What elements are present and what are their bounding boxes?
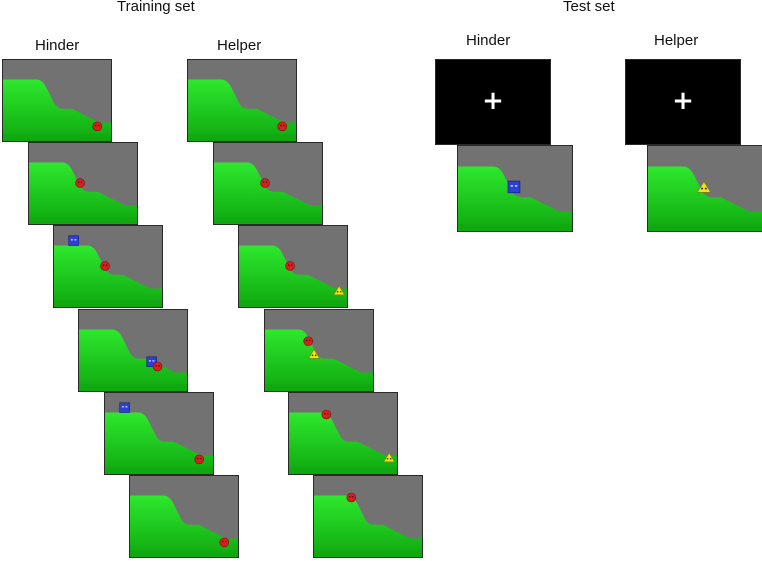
scene-svg (289, 409, 397, 474)
yellow-triangle-helper-icon (333, 285, 346, 296)
scene-svg (214, 162, 322, 224)
hill-slope (458, 166, 572, 231)
training-helper-frame-5 (288, 392, 398, 475)
test-helper-fixation-screen: + (625, 59, 741, 145)
test-hinder-fixation-screen: + (435, 59, 551, 145)
training-hinder-frame-4 (78, 309, 188, 392)
hill-base (458, 223, 572, 231)
training-hinder-frame-2 (28, 142, 138, 225)
red-ball-icon (100, 261, 110, 271)
hill-base (3, 134, 111, 141)
scene-svg (3, 79, 111, 141)
test-helper-frame (647, 145, 762, 232)
hill-base (214, 217, 322, 224)
hill-slope (265, 329, 373, 391)
test-helper-heading: Helper (654, 32, 699, 49)
hill-slope (239, 245, 347, 307)
scene-svg (648, 166, 762, 231)
scene-svg (458, 166, 572, 231)
fixation-cross-icon: + (672, 85, 694, 116)
red-ball-icon (346, 492, 357, 503)
test-hinder-frame (457, 145, 573, 232)
hill-slope (314, 495, 422, 557)
hill-base (29, 217, 137, 224)
yellow-triangle-helper-icon (696, 181, 712, 193)
yellow-triangle-helper-icon (308, 348, 321, 359)
red-ball-icon (285, 261, 295, 271)
scene-svg (314, 492, 422, 557)
hill-slope (188, 79, 296, 141)
red-ball-icon (194, 454, 205, 465)
hill-base (79, 384, 187, 391)
hill-base (265, 384, 373, 391)
scene-svg (105, 402, 213, 474)
training-set-heading: Training set (117, 0, 195, 15)
scene-svg (130, 495, 238, 557)
red-ball-icon (219, 537, 230, 548)
hill-base (130, 550, 238, 557)
hill-base (105, 467, 213, 474)
red-ball-icon (75, 178, 85, 188)
hill-slope (29, 162, 137, 224)
hill-slope (79, 329, 187, 391)
hill-base (239, 300, 347, 307)
red-ball-icon (277, 121, 288, 132)
hill-slope (105, 412, 213, 474)
hill-slope (214, 162, 322, 224)
blue-square-hinderer-icon (119, 402, 130, 413)
training-hinder-heading: Hinder (35, 37, 80, 54)
training-helper-frame-4 (264, 309, 374, 392)
red-ball-icon (321, 409, 332, 420)
hill-slope (3, 79, 111, 141)
hill-base (54, 300, 162, 307)
yellow-triangle-helper-icon (383, 452, 396, 463)
training-hinder-frame-3 (53, 225, 163, 308)
red-ball-icon (303, 336, 314, 347)
hill-slope (130, 495, 238, 557)
training-hinder-frame-1 (2, 59, 112, 142)
hill-slope (54, 245, 162, 307)
blue-square-hinderer-icon (146, 356, 157, 367)
red-ball-icon (152, 361, 163, 372)
test-set-heading: Test set (563, 0, 615, 15)
training-hinder-frame-5 (104, 392, 214, 475)
hill-base (289, 467, 397, 474)
scene-svg (29, 162, 137, 224)
fixation-cross-icon: + (482, 85, 504, 116)
red-ball-icon (260, 178, 270, 188)
blue-square-hinderer-icon (507, 180, 521, 194)
red-ball-icon (92, 121, 103, 132)
training-helper-heading: Helper (217, 37, 262, 54)
test-hinder-heading: Hinder (466, 32, 511, 49)
hill-base (188, 134, 296, 141)
hill-slope (648, 166, 762, 231)
scene-svg (79, 329, 187, 391)
training-hinder-frame-6 (129, 475, 239, 558)
scene-svg (265, 329, 373, 391)
training-helper-frame-3 (238, 225, 348, 308)
hill-base (314, 550, 422, 557)
blue-square-hinderer-icon (68, 235, 79, 246)
scene-svg (54, 235, 162, 307)
training-helper-frame-6 (313, 475, 423, 558)
training-helper-frame-1 (187, 59, 297, 142)
scene-svg (188, 79, 296, 141)
hill-slope (289, 412, 397, 474)
training-helper-frame-2 (213, 142, 323, 225)
scene-svg (239, 245, 347, 307)
hill-base (648, 223, 762, 231)
